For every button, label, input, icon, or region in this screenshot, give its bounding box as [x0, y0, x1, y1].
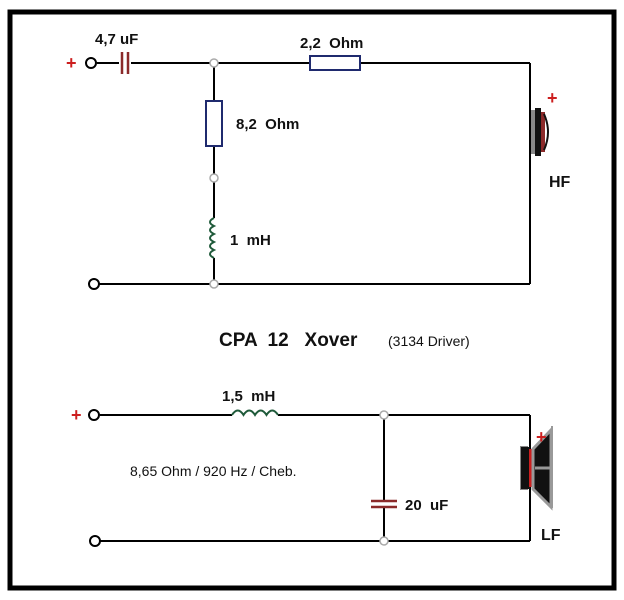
lf-input-positive-terminal[interactable]: [88, 409, 100, 421]
lf-driver-label: LF: [541, 527, 561, 544]
resistor-8-2-ohm: [205, 100, 223, 147]
capacitor-20uf-label: 20 uF: [405, 497, 448, 514]
lf-driver-coil: [529, 449, 532, 487]
capacitor-20uf: [371, 499, 397, 509]
diagram-title: CPA 12 Xover: [219, 330, 358, 351]
resistor-8-2-ohm-label: 8,2 Ohm: [236, 116, 299, 133]
hf-driver-label: HF: [549, 174, 571, 191]
junction-node: [209, 58, 219, 68]
capacitor-4-7uf: [120, 52, 130, 74]
hf-driver-frame: [531, 110, 535, 154]
hf-driver-polarity: +: [547, 88, 558, 108]
diagram-frame: [7, 9, 617, 591]
lf-driver-polarity: +: [536, 427, 547, 447]
junction-node: [209, 173, 219, 183]
inductor-1-5mh-label: 1,5 mH: [222, 388, 275, 405]
junction-node: [379, 536, 389, 546]
capacitor-4-7uf-label: 4,7 uF: [95, 31, 138, 48]
hf-driver-coil: [541, 112, 545, 152]
lf-input-negative-terminal[interactable]: [89, 535, 101, 547]
resistor-2-2-ohm: [309, 55, 361, 71]
lf-positive-sign: +: [71, 405, 82, 425]
lf-driver-icon: [520, 426, 553, 511]
filter-design-note: 8,65 Ohm / 920 Hz / Cheb.: [130, 463, 297, 479]
junction-node: [209, 279, 219, 289]
lf-driver-magnet: [521, 447, 530, 489]
hf-positive-sign: +: [66, 53, 77, 73]
hf-driver-magnet: [535, 108, 541, 156]
hf-driver-icon: [531, 108, 549, 156]
diagram-subtitle: (3134 Driver): [388, 333, 470, 349]
inductor-1-5mh: [231, 409, 279, 417]
junction-node: [379, 410, 389, 420]
resistor-2-2-ohm-label: 2,2 Ohm: [300, 35, 363, 52]
hf-input-positive-terminal[interactable]: [85, 57, 97, 69]
high-pass-section: + 4,7 uF 2,2 Ohm 8,2 Ohm 1 mH + HF: [66, 31, 571, 290]
inductor-1mh: [209, 217, 217, 259]
inductor-1mh-label: 1 mH: [230, 232, 271, 249]
hf-input-negative-terminal[interactable]: [88, 278, 100, 290]
hf-driver-dome: [543, 113, 549, 151]
low-pass-section: + 1,5 mH 20 uF 8,65 Ohm / 920 Hz / Cheb.…: [71, 388, 561, 547]
